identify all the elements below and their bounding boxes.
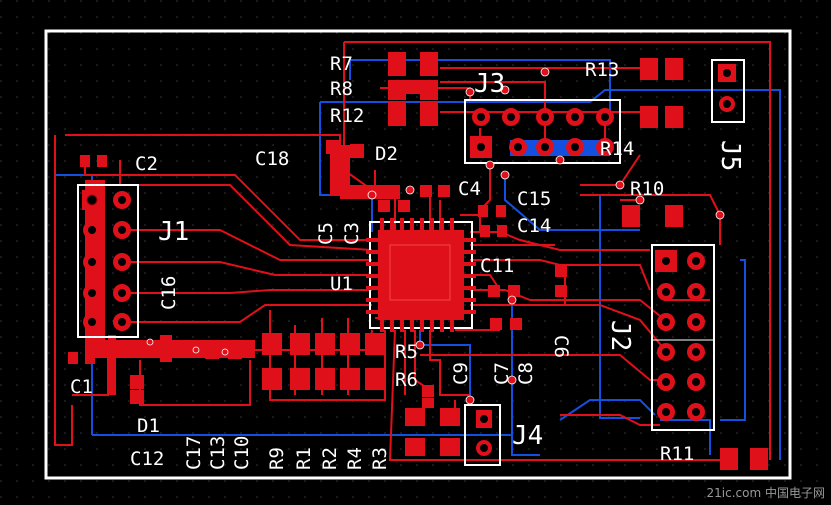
chip-u1 — [366, 218, 476, 332]
label-r6: R6 — [395, 369, 418, 391]
label-d1: D1 — [137, 415, 160, 437]
label-r5: R5 — [395, 341, 418, 363]
label-c16: C16 — [158, 276, 180, 310]
label-r8: R8 — [330, 78, 353, 100]
label-c6: C6 — [550, 335, 572, 358]
label-r4: R4 — [344, 447, 366, 470]
bottom-pour-j3 — [510, 140, 610, 156]
label-c5: C5 — [315, 222, 337, 245]
label-r1: R1 — [293, 447, 315, 470]
label-c12: C12 — [130, 448, 164, 470]
label-j4: J4 — [512, 421, 543, 451]
vias — [146, 67, 725, 405]
label-r13: R13 — [585, 59, 619, 81]
board-outline — [44, 29, 792, 480]
silkscreen-labels: R7 R8 R12 J3 R13 R14 J5 R10 C2 C18 D2 C4… — [70, 53, 745, 470]
label-r10: R10 — [630, 178, 664, 200]
label-j2: J2 — [605, 320, 635, 351]
label-j1: J1 — [158, 217, 189, 247]
header-j2 — [651, 244, 715, 431]
label-r7: R7 — [330, 53, 353, 75]
header-j1 — [77, 184, 139, 338]
label-c15: C15 — [517, 188, 551, 210]
label-c3: C3 — [341, 222, 363, 245]
label-c9: C9 — [450, 362, 472, 385]
watermark: 21ic.com 中国电子网 — [706, 486, 825, 500]
label-c17: C17 — [183, 436, 205, 470]
label-r3: R3 — [369, 447, 391, 470]
label-c7: C7 — [491, 362, 513, 385]
header-j3 — [464, 99, 621, 164]
label-c18: C18 — [255, 148, 289, 170]
label-j5: J5 — [715, 140, 745, 171]
label-r14: R14 — [600, 138, 634, 160]
label-r9: R9 — [266, 447, 288, 470]
label-r2: R2 — [319, 447, 341, 470]
label-u1: U1 — [330, 273, 353, 295]
label-c8: C8 — [515, 362, 537, 385]
label-c2: C2 — [135, 153, 158, 175]
label-c14: C14 — [517, 215, 551, 237]
label-c1: C1 — [70, 376, 93, 398]
label-c11: C11 — [480, 255, 514, 277]
label-j3: J3 — [474, 69, 505, 99]
header-j4 — [464, 404, 501, 466]
label-c10: C10 — [231, 436, 253, 470]
smd-pads — [68, 52, 768, 470]
label-r11: R11 — [660, 443, 694, 465]
label-d2: D2 — [375, 143, 398, 165]
header-j5 — [711, 59, 745, 123]
bottom-layer-traces — [55, 59, 781, 460]
label-c13: C13 — [207, 436, 229, 470]
label-r12: R12 — [330, 105, 364, 127]
label-c4: C4 — [458, 178, 481, 200]
